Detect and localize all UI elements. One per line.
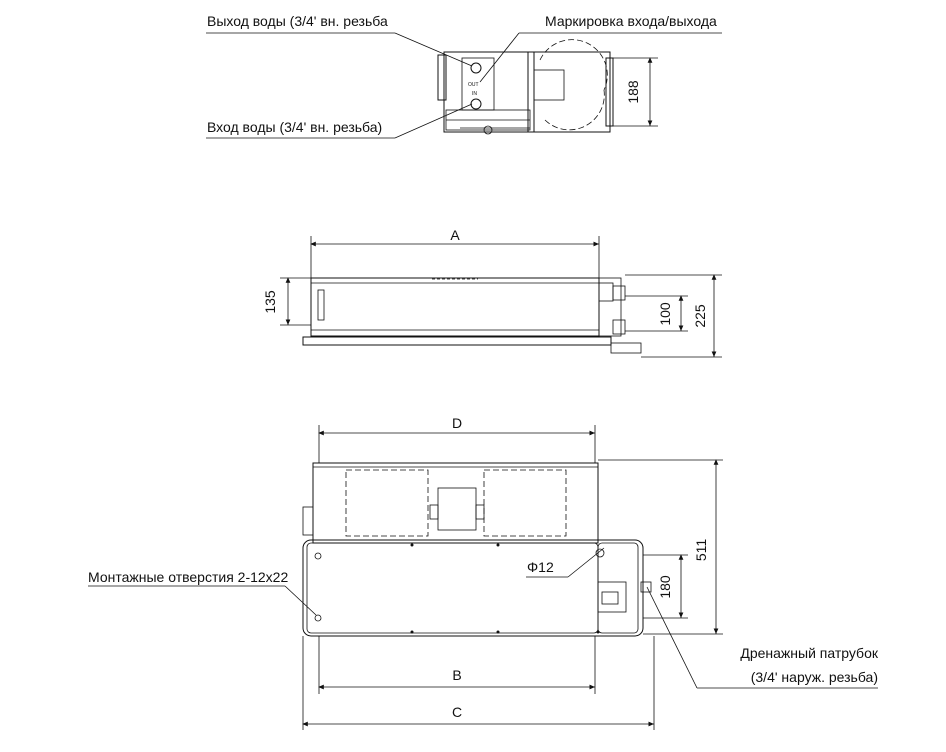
dimension-225 bbox=[625, 274, 722, 358]
mount-hole-top bbox=[314, 552, 322, 560]
bottom-leaders bbox=[88, 547, 878, 689]
label-mount-holes: Монтажные отверстия 2-12x22 bbox=[88, 569, 288, 585]
dimension-100 bbox=[625, 295, 688, 332]
dim-a-text: A bbox=[450, 227, 460, 243]
dimension-c bbox=[302, 636, 655, 730]
dim-100-text: 100 bbox=[657, 302, 673, 326]
dimension-b bbox=[318, 636, 596, 694]
dim-188-text: 188 bbox=[625, 80, 641, 104]
dim-180-text: 180 bbox=[657, 575, 673, 599]
dim-511-text: 511 bbox=[693, 539, 709, 562]
label-drain-line2: (3/4' наруж. резьба) bbox=[751, 669, 878, 685]
label-phi: Φ12 bbox=[527, 559, 554, 575]
dimension-135 bbox=[280, 277, 311, 326]
front-view bbox=[302, 277, 642, 354]
dimension-188 bbox=[613, 57, 658, 127]
dimension-511 bbox=[598, 459, 723, 635]
dim-c-text: C bbox=[452, 704, 462, 720]
side-view: OUT IN bbox=[437, 39, 614, 135]
dimension-a bbox=[310, 236, 600, 278]
label-io-marking: Маркировка входа/выхода bbox=[545, 13, 717, 29]
dim-d-text: D bbox=[452, 415, 462, 431]
label-drain-line1: Дренажный патрубок bbox=[740, 645, 879, 661]
drain-hole bbox=[595, 548, 605, 558]
in-mark: IN bbox=[472, 91, 477, 97]
water-out-fitting bbox=[470, 62, 482, 74]
dim-225-text: 225 bbox=[692, 304, 708, 328]
out-mark: OUT bbox=[468, 82, 479, 88]
dimension-180 bbox=[643, 554, 688, 619]
top-leaders bbox=[206, 32, 722, 139]
label-water-in: Вход воды (3/4' вн. резьба) bbox=[207, 119, 382, 135]
dim-135-text: 135 bbox=[262, 290, 278, 314]
water-in-fitting bbox=[470, 98, 482, 110]
dim-b-text: B bbox=[452, 667, 461, 683]
mount-hole-bottom bbox=[314, 614, 322, 622]
label-water-out: Выход воды (3/4' вн. резьба bbox=[207, 13, 388, 29]
plan-view bbox=[302, 462, 652, 637]
dimension-d bbox=[318, 425, 596, 463]
